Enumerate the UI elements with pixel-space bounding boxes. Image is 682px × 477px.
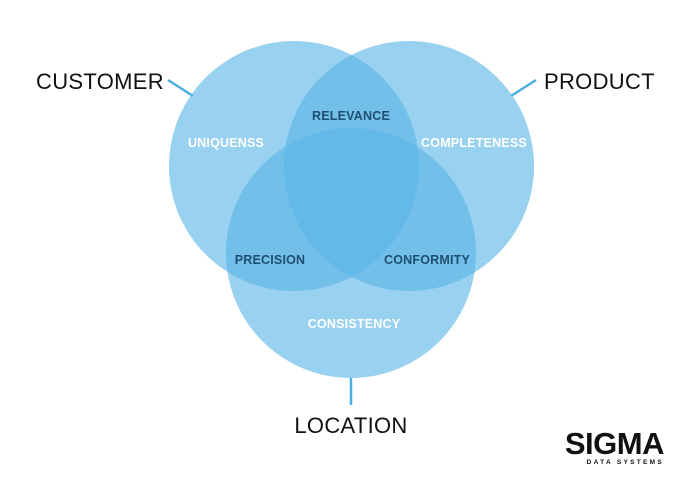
region-precision: PRECISION [235,253,306,267]
logo-wordmark: SIGMA [565,426,664,461]
product-label: PRODUCT [544,69,655,94]
region-consistency: CONSISTENCY [308,317,401,331]
region-completeness: COMPLETENESS [421,136,527,150]
region-uniqueness: UNIQUENSS [188,136,264,150]
product-connector [510,78,537,98]
region-relevance: RELEVANCE [312,109,390,123]
location-circle [226,128,476,378]
customer-connector [167,78,194,98]
region-conformity: CONFORMITY [384,253,470,267]
logo-tagline: DATA SYSTEMS [587,459,664,466]
customer-label: CUSTOMER [36,69,164,94]
sigma-logo: SIGMA DATA SYSTEMS [565,426,665,466]
location-label: LOCATION [294,413,407,438]
